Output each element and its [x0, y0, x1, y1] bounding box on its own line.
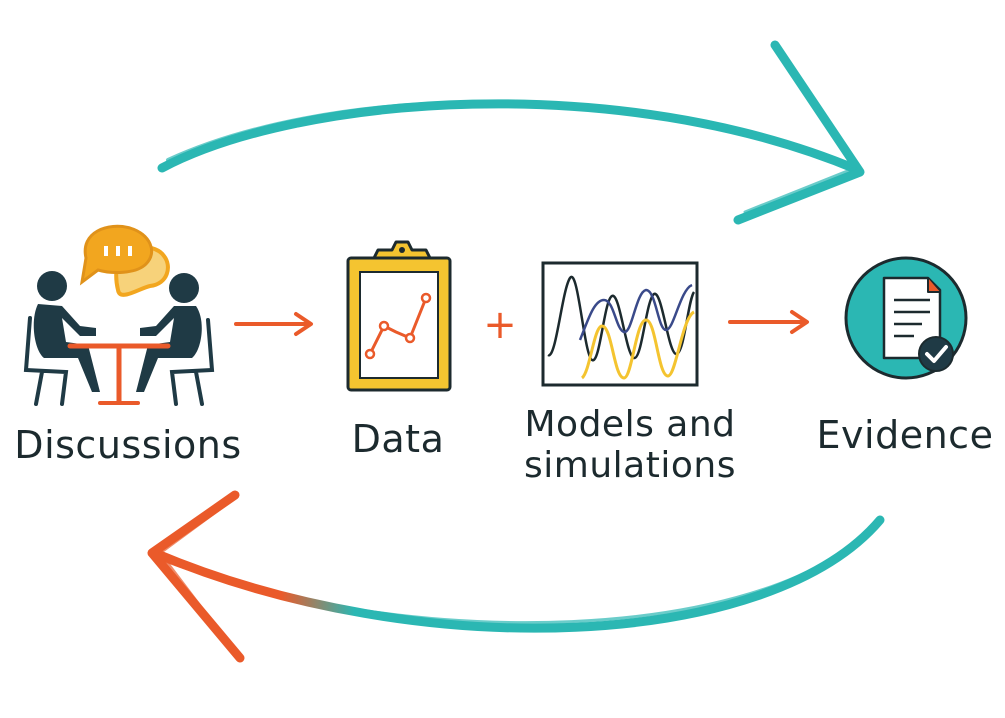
bottom-cycle-arrow [147, 490, 885, 663]
meeting-icon [23, 224, 215, 406]
stage-label-models: Models and simulations [524, 404, 736, 487]
arrow-to-data [234, 312, 313, 336]
plus-sign: + [483, 302, 517, 348]
chat-bubble-icon [79, 224, 170, 297]
waveform-chart-icon [541, 261, 699, 387]
clipboard-chart-icon [346, 240, 452, 392]
stage-label-data: Data [351, 417, 445, 461]
stage-label-models-line2: simulations [524, 445, 736, 487]
stage-label-models-line1: Models and [524, 404, 736, 445]
top-cycle-arrow [157, 40, 865, 225]
document-check-icon [844, 256, 968, 380]
stage-label-evidence: Evidence [816, 413, 994, 457]
arrow-to-evidence [728, 310, 809, 334]
stage-label-discussions: Discussions [14, 423, 242, 467]
